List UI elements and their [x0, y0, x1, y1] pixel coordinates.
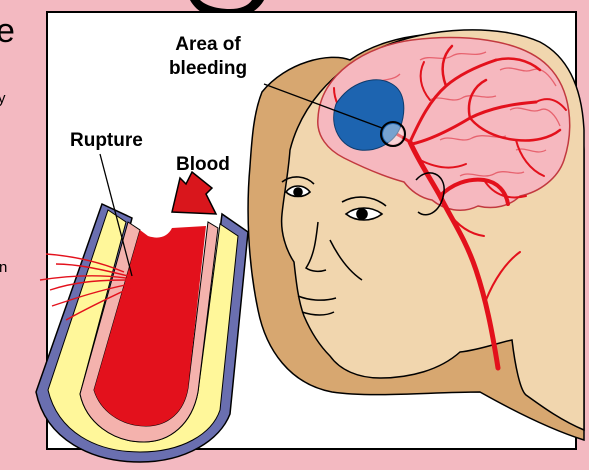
rupture-circle-fill: [383, 124, 403, 144]
edge-text-fragment-mid: y: [0, 90, 6, 107]
blood-label: Blood: [176, 154, 230, 175]
area-of-bleeding-label-line1: Area of: [175, 34, 241, 55]
rupture-label: Rupture: [70, 130, 143, 151]
area-of-bleeding-label-line2: bleeding: [169, 58, 247, 79]
edge-text-fragment-low: n: [0, 259, 7, 276]
edge-text-fragment-top: e: [0, 12, 15, 50]
